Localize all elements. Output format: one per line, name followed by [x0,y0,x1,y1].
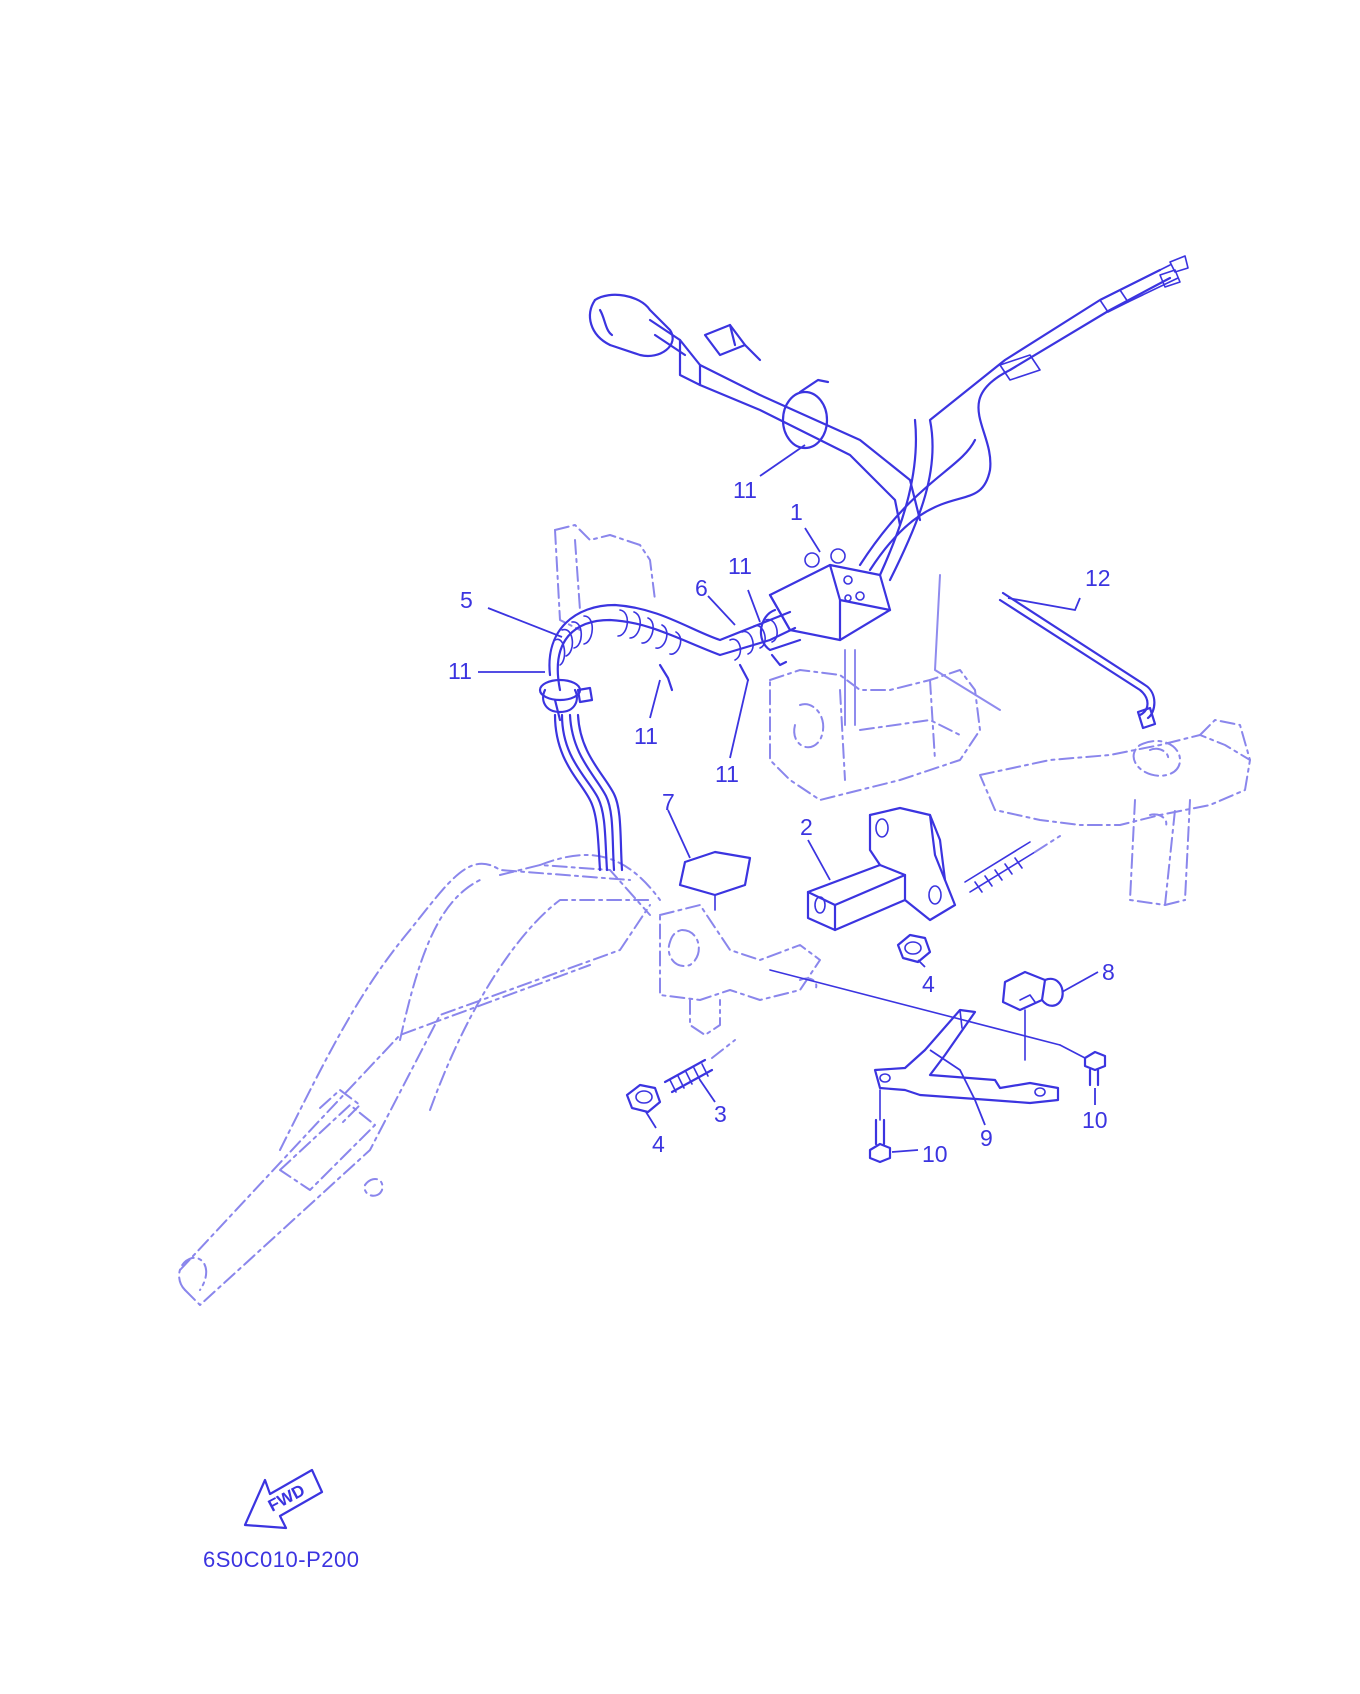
fwd-arrow: FWD [243,1468,324,1530]
callout-7: 7 [662,789,675,815]
leader-lines [478,444,1099,1153]
part-7-pad [678,850,752,911]
part-1-connector-block [759,548,892,652]
callout-11-top: 11 [733,477,757,503]
harness-coupler-upper [588,293,922,527]
callout-11-lower: 11 [715,761,739,787]
part-12-lead-wire [998,591,1157,730]
part-10-screw-lower [868,1089,892,1164]
callout-10-right: 10 [1082,1107,1108,1133]
callout-1: 1 [790,499,803,525]
wire-bundle [553,713,624,872]
callout-4-lower: 4 [652,1131,665,1157]
phantom-mount-near-1 [844,574,1001,726]
callout-3: 3 [714,1101,727,1127]
part-4-nut-upper [896,933,932,964]
phantom-outboard-frame [178,524,1251,1306]
callout-labels: 11 1 11 12 6 5 11 11 11 7 2 4 8 3 4 9 10… [448,477,1115,1167]
part-3-stud [663,1039,736,1094]
part-5-6-corrugated-tube [538,603,797,722]
callout-2: 2 [800,814,813,840]
part-9-bracket-plate [873,1008,1060,1105]
callout-12: 12 [1085,565,1111,591]
throttle-shift-cables [858,255,1189,582]
callout-9: 9 [980,1125,993,1151]
callout-10-lower: 10 [922,1141,948,1167]
part-4-nut-lower [625,1083,662,1114]
callout-8: 8 [1102,959,1115,985]
callout-11-lowmid: 11 [634,723,658,749]
callout-5: 5 [460,587,473,613]
callout-4-upper: 4 [922,971,935,997]
part-code: 6S0C010-P200 [203,1547,359,1572]
part-10-screw-right [1059,1044,1107,1087]
part-8-switch [1001,970,1064,1061]
part-2-bracket [806,806,1061,932]
callout-6: 6 [695,575,708,601]
callout-11-mid: 11 [728,553,752,579]
callout-11-left: 11 [448,658,472,684]
